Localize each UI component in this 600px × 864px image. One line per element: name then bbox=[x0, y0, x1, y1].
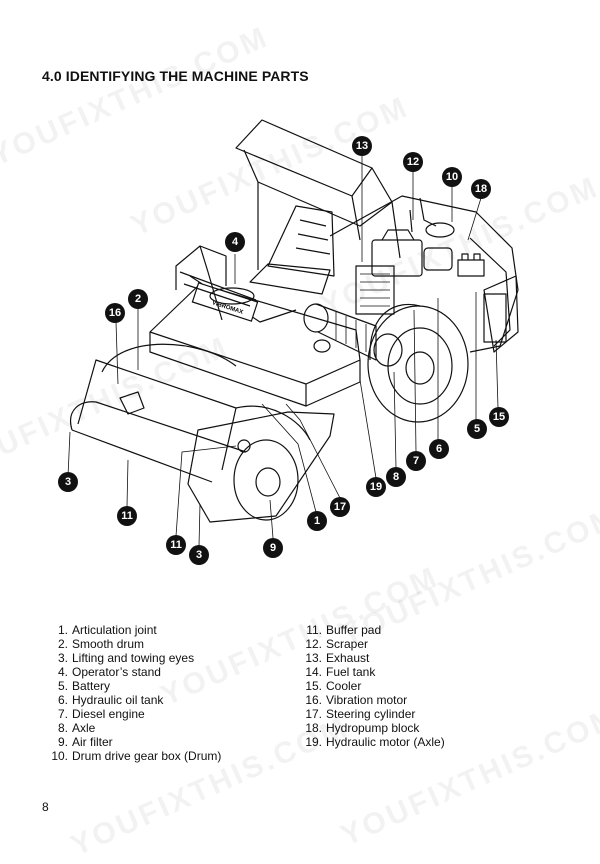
svg-text:7: 7 bbox=[413, 455, 419, 467]
svg-text:8: 8 bbox=[393, 471, 399, 483]
list-item: 1.Articulation joint bbox=[57, 623, 157, 637]
list-item: 9.Air filter bbox=[57, 735, 113, 749]
rops-frame bbox=[235, 119, 401, 270]
svg-text:15: 15 bbox=[493, 411, 505, 423]
page-number: 8 bbox=[42, 800, 49, 814]
callout: 9 bbox=[263, 538, 283, 558]
list-item: 2.Smooth drum bbox=[57, 637, 145, 651]
callout: 4 bbox=[225, 232, 245, 252]
list-item: 5.Battery bbox=[57, 679, 111, 693]
leader-lines bbox=[67, 156, 499, 547]
engine-components bbox=[355, 197, 485, 315]
list-item: 11.Buffer pad bbox=[306, 623, 382, 637]
callout: 11 bbox=[166, 535, 186, 555]
callout: 13 bbox=[352, 136, 372, 156]
callout: 15 bbox=[489, 407, 509, 427]
list-item: 7.Diesel engine bbox=[57, 707, 145, 721]
callout: 7 bbox=[406, 451, 426, 471]
list-item: 19.Hydraulic motor (Axle) bbox=[305, 735, 445, 749]
svg-text:18: 18 bbox=[475, 183, 487, 195]
svg-text:9: 9 bbox=[270, 542, 276, 554]
callout: 1 bbox=[307, 511, 327, 531]
svg-text:19: 19 bbox=[370, 481, 382, 493]
svg-text:10: 10 bbox=[446, 171, 458, 183]
callout: 2 bbox=[128, 289, 148, 309]
front-drum bbox=[70, 343, 335, 523]
svg-text:1: 1 bbox=[314, 515, 320, 527]
axle-drive bbox=[303, 303, 403, 367]
callout: 16 bbox=[105, 303, 125, 323]
list-item: 6.Hydraulic oil tank bbox=[57, 693, 164, 707]
engine-hood bbox=[329, 195, 519, 353]
svg-text:4: 4 bbox=[232, 236, 239, 248]
callout: 6 bbox=[429, 439, 449, 459]
list-item: 16.Vibration motor bbox=[305, 693, 408, 707]
list-item: 17.Steering cylinder bbox=[305, 707, 416, 721]
list-item: 8.Axle bbox=[57, 721, 96, 735]
list-item: 12.Scraper bbox=[305, 637, 369, 651]
list-item: 18.Hydropump block bbox=[305, 721, 420, 735]
callout: 10 bbox=[442, 167, 462, 187]
callout: 17 bbox=[330, 497, 350, 517]
svg-text:3: 3 bbox=[65, 476, 71, 488]
callout: 3 bbox=[58, 472, 78, 492]
svg-text:11: 11 bbox=[121, 510, 133, 522]
list-item: 3.Lifting and towing eyes bbox=[57, 651, 195, 665]
svg-text:11: 11 bbox=[170, 539, 182, 551]
svg-text:16: 16 bbox=[109, 307, 121, 319]
guard-rail bbox=[175, 245, 257, 321]
callout: 11 bbox=[117, 506, 137, 526]
svg-text:5: 5 bbox=[474, 423, 480, 435]
svg-text:13: 13 bbox=[356, 140, 368, 152]
chassis: VIBROMAX bbox=[149, 275, 361, 407]
operator-seat bbox=[209, 205, 335, 305]
list-item: 14.Fuel tank bbox=[305, 665, 376, 679]
list-item: 4.Operator’s stand bbox=[57, 665, 161, 679]
svg-text:3: 3 bbox=[196, 549, 202, 561]
rear-wheel bbox=[367, 303, 469, 423]
list-item: 10.Drum drive gear box (Drum) bbox=[51, 749, 222, 763]
machine-parts-diagram: VIBROMAX bbox=[58, 119, 519, 565]
page-title: 4.0 IDENTIFYING THE MACHINE PARTS bbox=[42, 68, 309, 84]
callout: 8 bbox=[386, 467, 406, 487]
callout: 19 bbox=[366, 477, 386, 497]
svg-text:12: 12 bbox=[407, 156, 419, 168]
parts-list-right: 11.Buffer pad 12.Scraper 13.Exhaust 14.F… bbox=[296, 623, 445, 749]
svg-text:2: 2 bbox=[135, 293, 141, 305]
callout: 18 bbox=[471, 179, 491, 199]
svg-text:17: 17 bbox=[334, 501, 346, 513]
callout: 3 bbox=[189, 545, 209, 565]
list-item: 13.Exhaust bbox=[305, 651, 370, 665]
callout: 12 bbox=[403, 152, 423, 172]
callout: 5 bbox=[467, 419, 487, 439]
list-item: 15.Cooler bbox=[305, 679, 362, 693]
parts-list-left: 1.Articulation joint 2.Smooth drum 3.Lif… bbox=[42, 623, 221, 763]
svg-text:6: 6 bbox=[436, 443, 442, 455]
